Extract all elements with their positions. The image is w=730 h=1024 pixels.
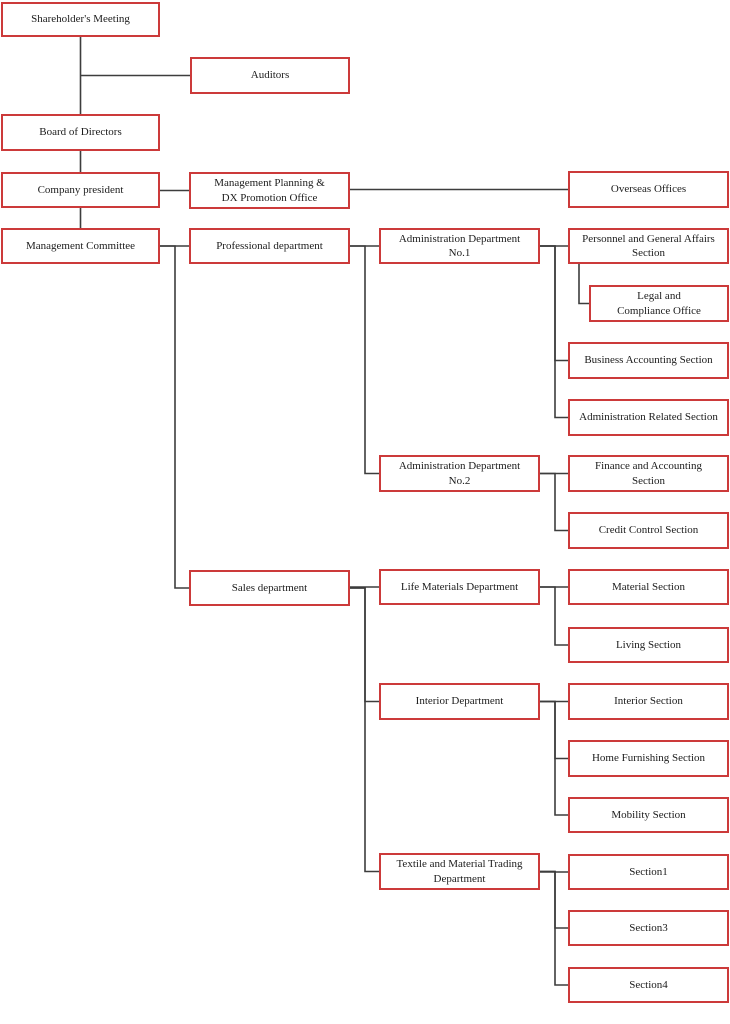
connector-professional-to-admin2 [350, 245, 379, 475]
org-node-personnel: Personnel and General Affairs Section [568, 228, 729, 264]
org-node-sec3: Section3 [568, 910, 729, 946]
connector-committee-to-sales [160, 245, 189, 589]
org-node-label: Material Section [611, 580, 685, 593]
org-node-material: Material Section [568, 569, 729, 605]
org-node-label: Credit Control Section [598, 524, 699, 537]
org-node-label: Interior Section [614, 695, 683, 708]
org-node-professional: Professional department [189, 228, 350, 264]
org-node-living: Living Section [568, 627, 729, 663]
org-node-president: Company president [1, 172, 160, 208]
org-node-label: Section4 [629, 978, 668, 991]
connector-admin2-to-credit [540, 472, 568, 532]
org-node-mobility: Mobility Section [568, 797, 729, 833]
org-node-label: Life Materials Department [400, 580, 519, 593]
org-node-label: Board of Directors [39, 126, 122, 139]
org-node-admin2: Administration Department No.2 [379, 455, 540, 492]
org-node-label: Administration Department No.1 [398, 232, 521, 259]
org-node-interior: Interior Department [379, 683, 540, 720]
connector-personnel-to-legal [578, 264, 589, 305]
org-node-planning: Management Planning & DX Promotion Offic… [189, 172, 350, 209]
connector-sales-to-textile [350, 587, 379, 873]
org-node-label: Overseas Offices [610, 183, 687, 196]
org-node-label: Section1 [629, 865, 668, 878]
org-node-label: Living Section [615, 638, 682, 651]
org-node-label: Administration Related Section [579, 411, 718, 424]
org-node-legal: Legal and Compliance Office [589, 285, 729, 322]
org-node-label: Administration Department No.2 [398, 460, 521, 487]
org-node-credit: Credit Control Section [568, 512, 729, 549]
org-node-label: Auditors [250, 69, 290, 82]
org-node-sales: Sales department [189, 570, 350, 606]
org-node-label: Shareholder's Meeting [31, 13, 130, 26]
connector-textile-to-sec3 [540, 870, 568, 929]
org-node-label: Home Furnishing Section [591, 752, 706, 765]
connector-textile-to-sec4 [540, 870, 568, 986]
org-node-label: Personnel and General Affairs Section [582, 232, 715, 259]
org-node-label: Section3 [629, 921, 668, 934]
org-node-admin1: Administration Department No.1 [379, 228, 540, 264]
org-node-finance: Finance and Accounting Section [568, 455, 729, 492]
org-node-sec4: Section4 [568, 967, 729, 1003]
org-node-label: Professional department [216, 239, 323, 252]
org-node-label: Textile and Material Trading Department [396, 858, 523, 885]
org-node-label: Legal and Compliance Office [617, 290, 701, 317]
org-node-textile: Textile and Material Trading Department [379, 853, 540, 890]
org-node-label: Finance and Accounting Section [595, 460, 702, 487]
connector-lifemat-to-living [540, 586, 568, 646]
org-node-label: Interior Department [415, 695, 504, 708]
org-node-board: Board of Directors [1, 114, 160, 151]
org-node-lifemat: Life Materials Department [379, 569, 540, 605]
org-node-adminrel: Administration Related Section [568, 399, 729, 436]
org-node-homefurn: Home Furnishing Section [568, 740, 729, 777]
org-node-sec1: Section1 [568, 854, 729, 890]
org-node-shareholders: Shareholder's Meeting [1, 2, 160, 37]
org-node-label: Management Committee [25, 239, 136, 252]
org-node-bizacct: Business Accounting Section [568, 342, 729, 379]
org-node-label: Sales department [231, 581, 308, 594]
connector-admin1-to-bizacct [540, 245, 568, 362]
org-node-overseas: Overseas Offices [568, 171, 729, 208]
org-node-label: Management Planning & DX Promotion Offic… [214, 177, 325, 204]
org-node-auditors: Auditors [190, 57, 350, 94]
org-node-label: Business Accounting Section [584, 354, 713, 367]
org-node-label: Mobility Section [611, 808, 686, 821]
connector-interior-to-mobility [540, 700, 568, 816]
org-node-committee: Management Committee [1, 228, 160, 264]
connector-interior-to-homefurn [540, 700, 568, 760]
connector-admin1-to-adminrel [540, 245, 568, 419]
org-node-label: Company president [37, 183, 124, 196]
org-node-interiorsec: Interior Section [568, 683, 729, 720]
